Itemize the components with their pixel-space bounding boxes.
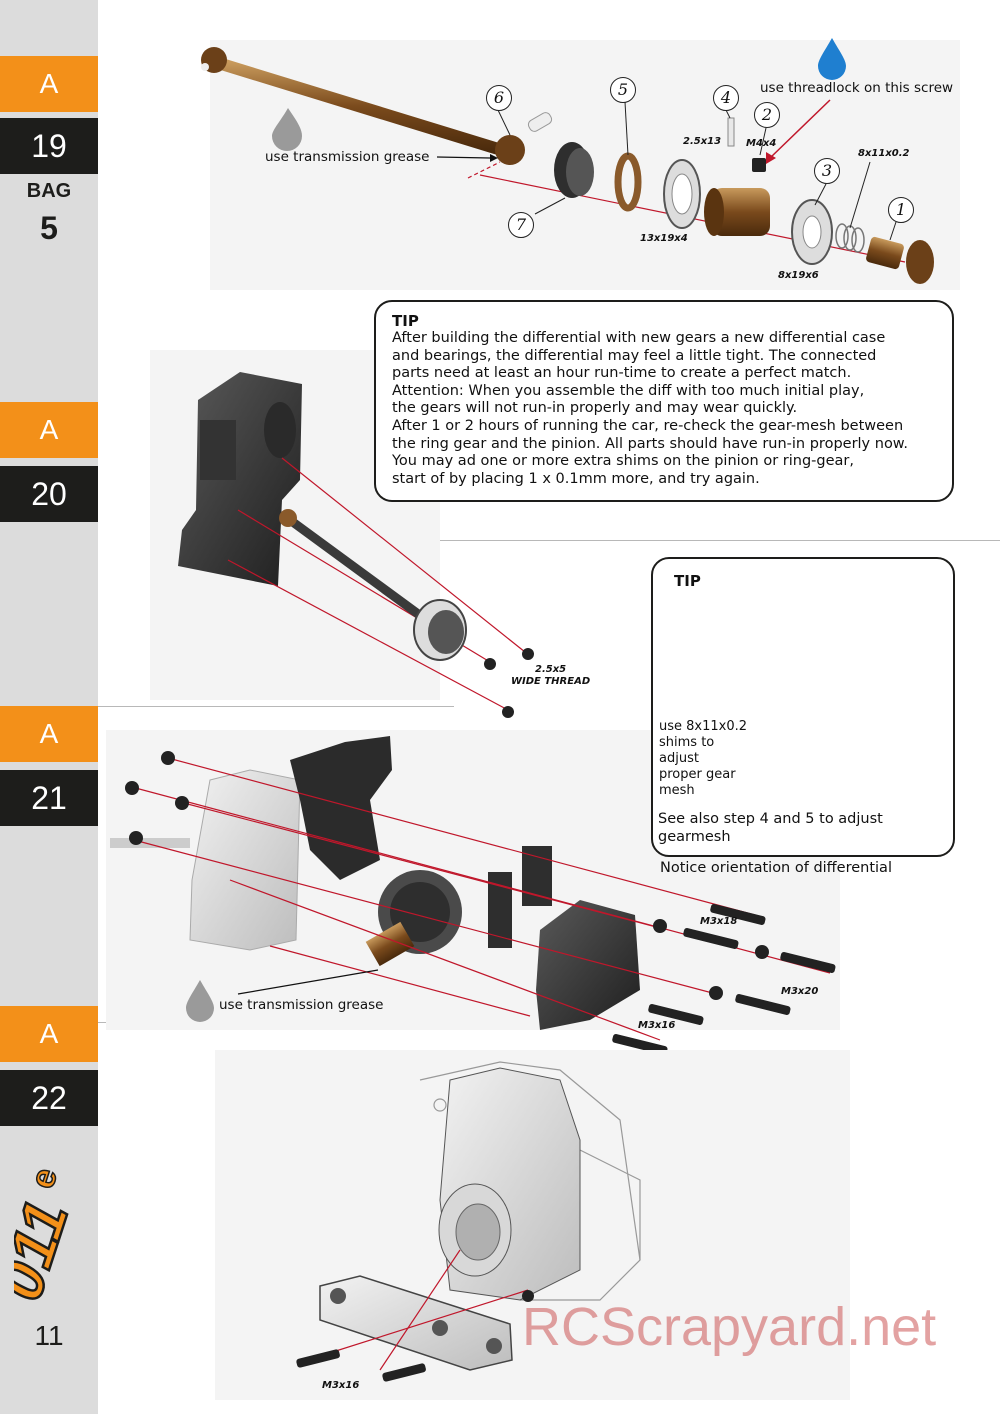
step-19-letter: A bbox=[0, 56, 98, 112]
sidebar: A 19 BAG 5 A 20 A 21 A 22 011 e 11 bbox=[0, 0, 98, 1414]
step-22-number: 22 bbox=[0, 1070, 98, 1126]
step19-grease-note: use transmission grease bbox=[265, 149, 430, 165]
callout-1: 1 bbox=[888, 197, 914, 223]
threadlock-note: use threadlock on this screw bbox=[760, 80, 954, 96]
shim-note-1: use 8x11x0.2 bbox=[659, 719, 748, 734]
outdrive-body bbox=[704, 188, 770, 236]
callout-2: 2 bbox=[754, 102, 780, 128]
bag-label: BAG bbox=[26, 180, 72, 202]
callout-7: 7 bbox=[508, 212, 534, 238]
shim-note-4: proper gear bbox=[659, 767, 736, 782]
tip-main-line-1: After building the differential with new… bbox=[392, 330, 886, 346]
tip-main-line-4: Attention: When you assemble the diff wi… bbox=[392, 382, 865, 399]
differential bbox=[365, 870, 462, 967]
tip-main-line-6: After 1 or 2 hours of running the car, r… bbox=[392, 417, 904, 434]
shim-note-3: adjust bbox=[659, 751, 699, 766]
grease-drop-icon bbox=[186, 980, 214, 1022]
grease-arrow bbox=[436, 156, 491, 159]
separator-step20 bbox=[398, 540, 1000, 541]
bearing-large bbox=[663, 159, 701, 229]
spec-screw: M4x4 bbox=[746, 138, 777, 149]
step20-screw-spec-detail: WIDE THREAD bbox=[511, 676, 591, 687]
tip-main-line-9: start of by placing 1 x 0.1mm more, and … bbox=[392, 470, 760, 487]
spec-shim: 8x11x0.2 bbox=[858, 148, 910, 159]
shims bbox=[835, 223, 865, 253]
shim-note-2: shims to bbox=[659, 735, 715, 750]
carbon-plate bbox=[290, 736, 392, 880]
grease-arrowhead bbox=[490, 154, 498, 162]
callout-4: 4 bbox=[713, 85, 739, 111]
page-number: 11 bbox=[34, 1320, 64, 1351]
step22-guides bbox=[319, 1249, 529, 1371]
step-21-number: 21 bbox=[0, 770, 98, 826]
pin bbox=[727, 117, 735, 147]
tip-shims-title: TIP bbox=[674, 572, 701, 590]
screw-head-1 bbox=[522, 648, 534, 660]
lower-arm-holder bbox=[319, 1275, 513, 1371]
step20-screw-spec: 2.5x5 bbox=[535, 664, 567, 675]
step22-screws bbox=[296, 1290, 534, 1382]
watermark: RCScrapyard.net bbox=[522, 1297, 937, 1357]
step22-spec: M3x16 bbox=[322, 1380, 360, 1391]
step21-grease-note: use transmission grease bbox=[219, 997, 384, 1013]
bulkhead-assembly bbox=[438, 1067, 581, 1301]
grease-drop-icon bbox=[272, 108, 302, 151]
drive-cup bbox=[554, 142, 594, 198]
step21-guides bbox=[127, 757, 831, 1041]
tip-main-line-3: parts need at least an hour run-time to … bbox=[392, 365, 852, 382]
pinion-gear bbox=[866, 236, 934, 284]
step19-guide-dash bbox=[467, 161, 501, 179]
spec-bearing-small: 8x19x6 bbox=[778, 270, 819, 281]
step19-drawing bbox=[201, 38, 960, 290]
callout-leaders bbox=[497, 101, 897, 241]
spec-bearing-large: 13x19x4 bbox=[640, 233, 688, 244]
tip-main-line-5: the gears will not run-in properly and m… bbox=[392, 400, 798, 417]
step-21-letter: A bbox=[0, 706, 98, 762]
threadlock-arrow bbox=[769, 99, 831, 159]
step20-driveshaft bbox=[279, 509, 467, 661]
callout-3: 3 bbox=[814, 158, 840, 184]
tip-main-line-7: the ring gear and the pinion. All parts … bbox=[392, 435, 908, 452]
step-19-number: 19 bbox=[0, 118, 98, 174]
step-20-number: 20 bbox=[0, 466, 98, 522]
tip-box-shims bbox=[651, 557, 955, 857]
screw-head-2 bbox=[484, 658, 496, 670]
orientation-note: Notice orientation of differential bbox=[660, 860, 892, 876]
see-also-line-2: gearmesh bbox=[658, 829, 731, 845]
step20-drawing bbox=[150, 350, 534, 718]
spec-pin: 2.5x13 bbox=[683, 136, 722, 147]
spec-m3x20: M3x20 bbox=[781, 986, 819, 997]
cross-pin bbox=[527, 112, 553, 132]
callout-6: 6 bbox=[486, 85, 512, 111]
tip-main-line-2: and bearings, the differential may feel … bbox=[392, 347, 877, 364]
step22-drawing bbox=[215, 1050, 850, 1400]
rear-bulkhead-ghost bbox=[110, 769, 301, 951]
set-screw bbox=[752, 158, 766, 172]
callout-5: 5 bbox=[610, 77, 636, 103]
shim-note-5: mesh bbox=[659, 783, 695, 798]
bearing-small bbox=[791, 199, 833, 265]
bag-number: 5 bbox=[40, 210, 58, 246]
step21-grease-arrow bbox=[237, 969, 379, 995]
step-22-letter: A bbox=[0, 1006, 98, 1062]
gearbox-housing bbox=[178, 372, 302, 586]
brand-logo: 011 e bbox=[14, 1163, 83, 1310]
tip-main-line-8: You may ad one or more extra shims on th… bbox=[392, 453, 854, 470]
threadlock-drop-icon bbox=[818, 38, 846, 80]
see-also-line-1: See also step 4 and 5 to adjust bbox=[658, 811, 883, 827]
step21-screws bbox=[125, 751, 836, 1055]
tip-main-title: TIP bbox=[392, 312, 419, 330]
screw-head-3 bbox=[502, 706, 514, 718]
spec-m3x18: M3x18 bbox=[700, 916, 738, 927]
spacer-ring bbox=[614, 152, 642, 212]
threadlock-arrowhead bbox=[766, 152, 776, 164]
spec-m3x16: M3x16 bbox=[638, 1020, 676, 1031]
tip-box-main: TIP After building the differential with… bbox=[374, 300, 954, 502]
step-20-letter: A bbox=[0, 402, 98, 458]
separator-step21 bbox=[98, 706, 454, 707]
driveshaft bbox=[201, 47, 525, 165]
